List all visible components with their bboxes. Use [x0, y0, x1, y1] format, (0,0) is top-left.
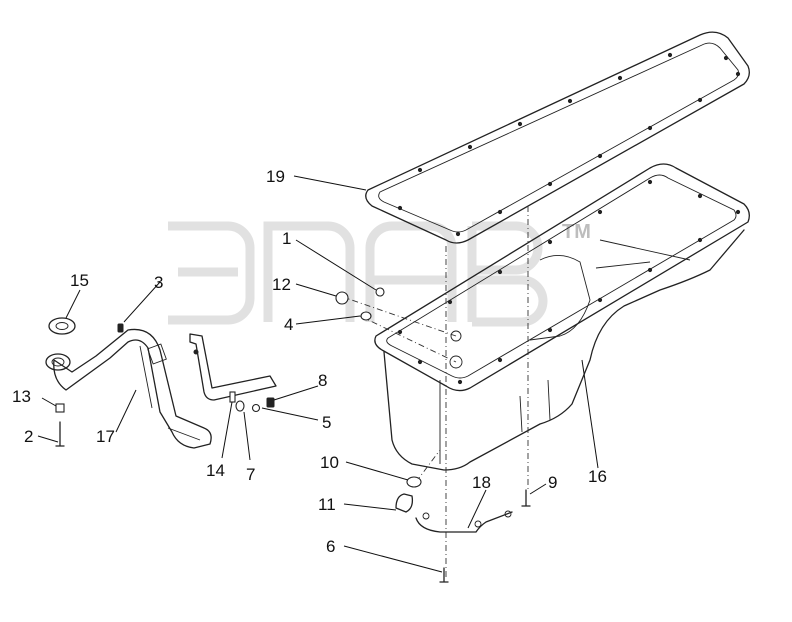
- callout-5: 5: [322, 413, 331, 432]
- part-16-oil-pan: [374, 163, 750, 471]
- callout-18: 18: [472, 473, 491, 492]
- callout-9: 9: [548, 473, 557, 492]
- callout-4: 4: [284, 315, 293, 334]
- watermark-trademark: TM: [562, 221, 591, 243]
- support-bracket: [189, 333, 277, 401]
- callout-17: 17: [96, 427, 115, 446]
- callout-13: 13: [12, 387, 31, 406]
- callout-19: 19: [266, 167, 285, 186]
- callouts: 1 2 3 4 5 6 7 8 9 10 11 12 13 14 15 16 1…: [12, 167, 607, 556]
- callout-11: 11: [318, 495, 336, 514]
- callout-10: 10: [320, 453, 339, 472]
- part-19-gasket: [365, 31, 750, 244]
- callout-16: 16: [588, 467, 607, 486]
- callout-6: 6: [326, 537, 335, 556]
- callout-2: 2: [24, 427, 33, 446]
- callout-8: 8: [318, 371, 327, 390]
- callout-15: 15: [70, 271, 89, 290]
- leader-lines: [37, 175, 599, 573]
- callout-3: 3: [154, 273, 163, 292]
- alignment-lines: [339, 206, 529, 578]
- watermark-logo: TM: [168, 221, 591, 327]
- callout-7: 7: [246, 465, 255, 484]
- callout-12: 12: [272, 275, 291, 294]
- part-15-flange-gasket: [48, 317, 76, 335]
- hardware: [55, 287, 531, 583]
- callout-14: 14: [206, 461, 225, 480]
- part-17-suction-tube: [45, 328, 212, 449]
- callout-1: 1: [282, 229, 291, 248]
